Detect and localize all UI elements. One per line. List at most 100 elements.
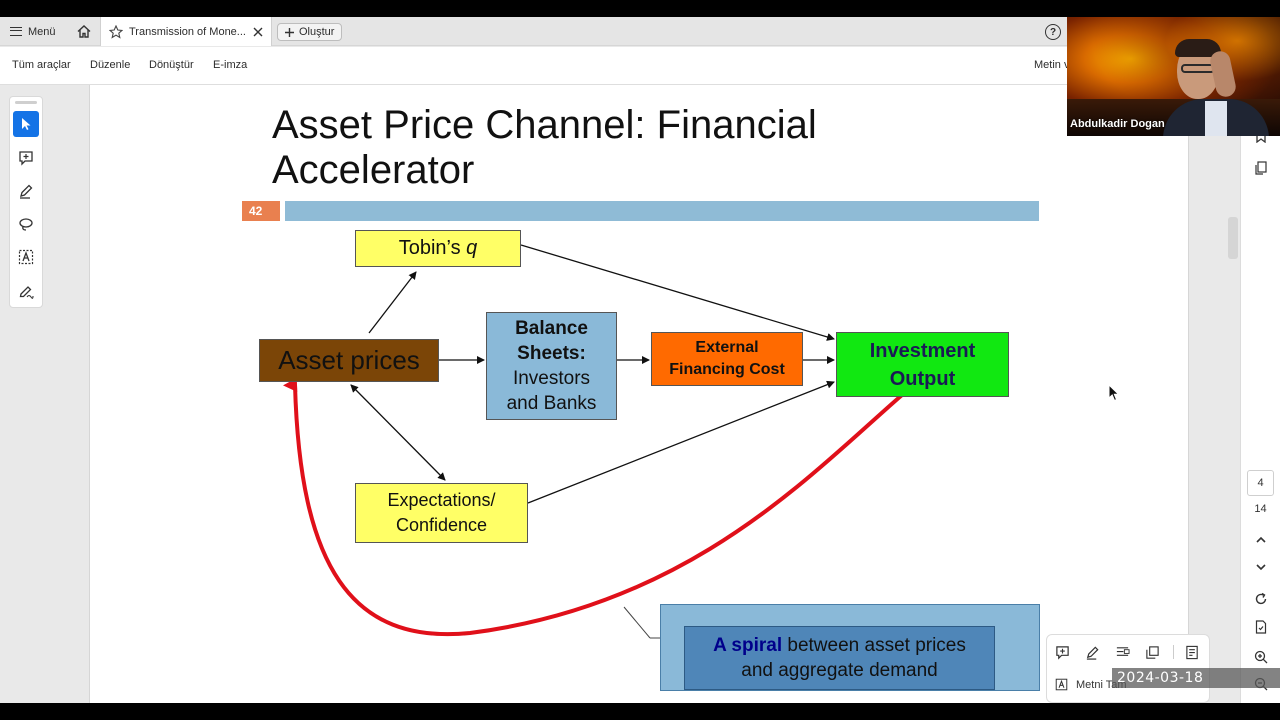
- summary-icon: [1185, 645, 1200, 660]
- quick-draw-button[interactable]: [1081, 642, 1103, 662]
- slide-title: Asset Price Channel: Financial Accelerat…: [272, 103, 972, 193]
- chevron-down-icon: [1255, 563, 1267, 571]
- organize-pages-icon: [1145, 645, 1160, 660]
- tobin-q-symbol: q: [466, 237, 477, 260]
- chevron-up-icon: [1255, 536, 1267, 544]
- highlight-pen-icon: [18, 183, 34, 199]
- next-page-button[interactable]: [1251, 558, 1271, 576]
- balance-line-3: Investors: [513, 366, 590, 391]
- plus-icon: [285, 28, 294, 37]
- presenter-glasses: [1181, 64, 1215, 73]
- mouse-cursor-icon: [1108, 384, 1120, 402]
- zoom-in-icon: [1254, 650, 1268, 664]
- box-balance-sheets: Balance Sheets: Investors and Banks: [486, 312, 617, 420]
- home-button[interactable]: [74, 17, 94, 46]
- previous-page-button[interactable]: [1251, 531, 1271, 549]
- title-divider-bar: [285, 201, 1039, 221]
- total-pages: 14: [1247, 503, 1274, 515]
- sign-tool-button[interactable]: [13, 278, 39, 304]
- text-tool-button[interactable]: [13, 244, 39, 270]
- box-tobins-q: Tobin’s q: [355, 230, 521, 267]
- box-expectations-confidence: Expectations/ Confidence: [355, 483, 528, 543]
- copy-button[interactable]: [1251, 159, 1271, 177]
- box-investment-output: Investment Output: [836, 332, 1009, 397]
- box-asset-prices: Asset prices: [259, 339, 439, 382]
- document-page[interactable]: Asset Price Channel: Financial Accelerat…: [89, 85, 1189, 703]
- left-tool-rail: [9, 96, 43, 308]
- expect-line-1: Expectations/: [387, 488, 495, 513]
- draw-tool-button[interactable]: [13, 178, 39, 204]
- close-icon[interactable]: [253, 27, 263, 37]
- slide-number-badge: 42: [242, 201, 280, 221]
- page-icon: [1255, 620, 1267, 634]
- rail-grip[interactable]: [15, 101, 37, 104]
- menu-all-tools[interactable]: Tüm araçlar: [12, 59, 71, 71]
- arrow-asset-to-tobin: [369, 272, 416, 333]
- webcam-overlay: Abdulkadir Dogan: [1067, 17, 1280, 136]
- slide-title-line-1: Asset Price Channel: Financial: [272, 103, 972, 148]
- toolbar-separator: [1173, 645, 1174, 659]
- rotate-button[interactable]: [1251, 590, 1271, 608]
- invest-line-2: Output: [890, 365, 956, 393]
- tab-title: Transmission of Mone...: [129, 26, 247, 38]
- sign-icon: [18, 283, 34, 299]
- lasso-icon: [18, 216, 34, 232]
- create-button[interactable]: Oluştur: [277, 23, 342, 41]
- comment-tool-button[interactable]: [13, 145, 39, 171]
- create-label: Oluştur: [299, 26, 334, 38]
- add-comment-icon: [18, 150, 34, 166]
- add-comment-icon: [1055, 645, 1070, 660]
- select-arrow-icon: [20, 117, 32, 131]
- home-icon: [77, 25, 91, 38]
- menu-text[interactable]: Metin v: [1034, 59, 1069, 71]
- quick-summary-button[interactable]: [1181, 642, 1203, 662]
- select-tool-button[interactable]: [13, 111, 39, 137]
- lasso-tool-button[interactable]: [13, 211, 39, 237]
- recording-timestamp: 2024-03-18 10:15:11: [1112, 668, 1280, 688]
- balance-line-2: Sheets:: [517, 341, 586, 366]
- external-line-2: Financing Cost: [669, 359, 785, 381]
- text-box-icon: [18, 249, 34, 265]
- callout-line: [624, 607, 650, 638]
- slide-title-line-2: Accelerator: [272, 148, 972, 193]
- tab-document[interactable]: Transmission of Mone...: [100, 17, 272, 46]
- menu-edit[interactable]: Düzenle: [90, 59, 130, 71]
- help-label: ?: [1050, 27, 1056, 38]
- copy-icon: [1254, 161, 1268, 175]
- spiral-emphasis: A spiral: [713, 635, 782, 656]
- zoom-in-button[interactable]: [1251, 648, 1271, 666]
- document-scrollbar[interactable]: [1228, 217, 1238, 259]
- current-page-input[interactable]: 4: [1247, 470, 1274, 496]
- menu-icon: [10, 27, 22, 36]
- highlight-pen-icon: [1085, 645, 1100, 660]
- spiral-callout: A spiral between asset prices and aggreg…: [684, 626, 995, 690]
- page-tools-button[interactable]: [1251, 618, 1271, 636]
- spiral-line-1: A spiral between asset prices: [713, 633, 966, 658]
- invest-line-1: Investment: [870, 337, 976, 365]
- refresh-icon: [1254, 592, 1268, 606]
- text-box-icon: [1055, 678, 1068, 691]
- menu-convert[interactable]: Dönüştür: [149, 59, 194, 71]
- presenter-shirt: [1205, 101, 1227, 136]
- spiral-line-2: and aggregate demand: [741, 658, 938, 683]
- presenter-name: Abdulkadir Dogan: [1070, 118, 1165, 130]
- external-line-1: External: [695, 337, 758, 359]
- help-icon[interactable]: ?: [1045, 24, 1061, 40]
- box-external-financing-cost: External Financing Cost: [651, 332, 803, 386]
- balance-line-1: Balance: [515, 316, 588, 341]
- expect-line-2: Confidence: [396, 513, 487, 538]
- quick-organize-button[interactable]: [1141, 642, 1163, 662]
- menu-label: Menü: [28, 26, 56, 38]
- right-rail: [1240, 85, 1280, 703]
- arrow-asset-expectations-bidirectional: [351, 385, 445, 480]
- quick-text-edit-button[interactable]: [1111, 642, 1133, 662]
- spiral-text-1: between asset prices: [782, 635, 966, 656]
- text-edit-icon: [1115, 645, 1130, 660]
- menu-button[interactable]: Menü: [10, 17, 56, 46]
- tobin-label: Tobin’s: [399, 237, 466, 260]
- menu-e-sign[interactable]: E-imza: [213, 59, 247, 71]
- quick-comment-button[interactable]: [1051, 642, 1073, 662]
- star-icon[interactable]: [109, 25, 123, 39]
- balance-line-4: and Banks: [507, 391, 597, 416]
